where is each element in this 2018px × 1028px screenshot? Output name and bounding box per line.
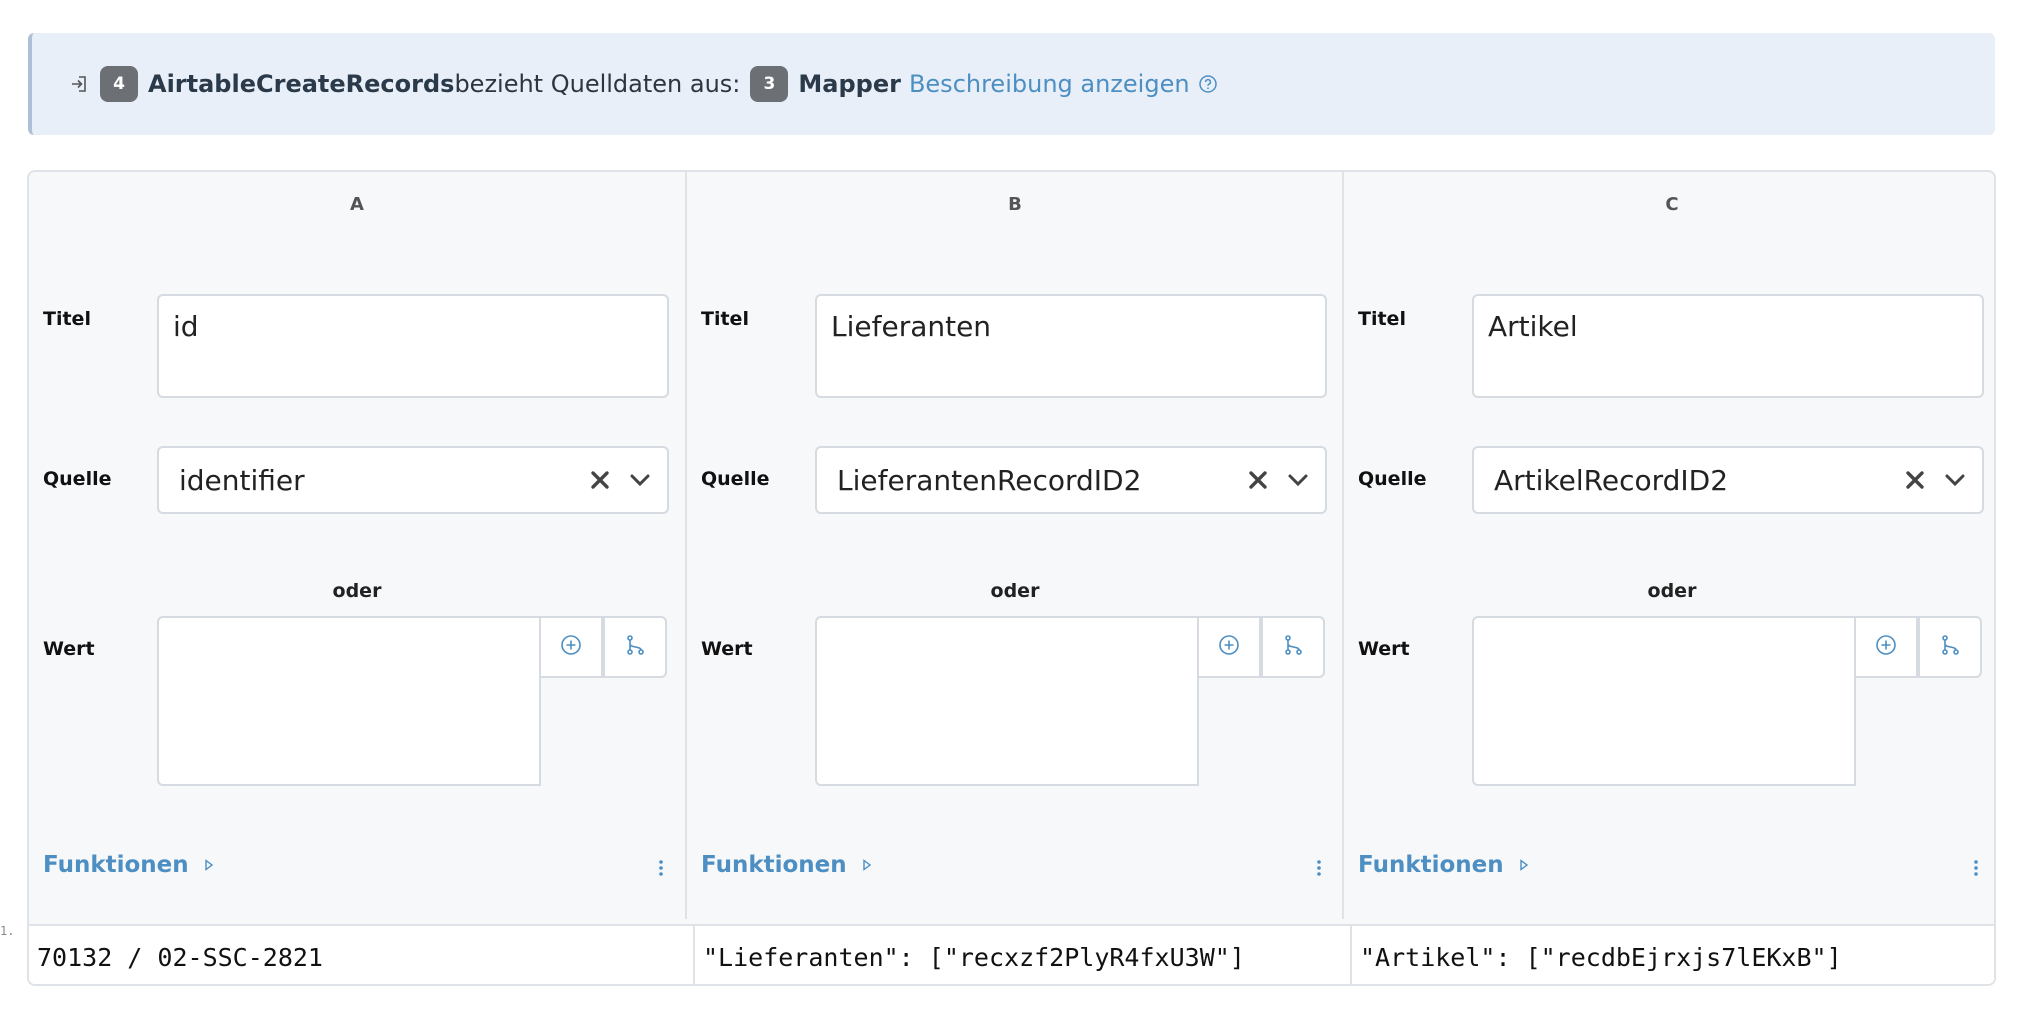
map-value-button[interactable]	[603, 616, 667, 678]
caret-right-icon	[1518, 859, 1530, 871]
or-label: oder	[332, 580, 382, 602]
source-info-banner: 4 AirtableCreateRecords bezieht Quelldat…	[28, 33, 1995, 135]
plus-circle-icon	[1218, 634, 1240, 660]
source-label: Quelle	[701, 468, 770, 490]
or-label: oder	[1647, 580, 1697, 602]
result-cell-b: "Lieferanten": ["recxzf2PlyR4fxU3W"]	[693, 926, 1343, 984]
functions-label: Funktionen	[43, 852, 189, 878]
source-select-value: LieferantenRecordID2	[837, 463, 1142, 497]
map-value-button[interactable]	[1261, 616, 1325, 678]
functions-label: Funktionen	[701, 852, 847, 878]
title-textarea[interactable]: id	[157, 294, 669, 398]
branch-icon	[624, 634, 646, 660]
mapping-column-b: B Titel Lieferanten Quelle LieferantenRe…	[685, 172, 1343, 919]
source-select[interactable]: ArtikelRecordID2	[1472, 446, 1984, 514]
title-label: Titel	[43, 308, 91, 330]
mapping-column-c: C Titel Artikel Quelle ArtikelRecordID2 …	[1342, 172, 1994, 919]
result-cell-c: "Artikel": ["recdbEjrxjs7lEKxB"]	[1350, 926, 1994, 984]
show-description-link[interactable]: Beschreibung anzeigen	[908, 70, 1190, 98]
source-select-value: ArtikelRecordID2	[1494, 463, 1729, 497]
add-value-button[interactable]	[539, 616, 603, 678]
or-label: oder	[990, 580, 1040, 602]
source-select-value: identifier	[179, 463, 305, 497]
source-select[interactable]: LieferantenRecordID2	[815, 446, 1327, 514]
value-textarea[interactable]	[815, 616, 1199, 786]
value-textarea[interactable]	[1472, 616, 1856, 786]
caret-right-icon	[861, 859, 873, 871]
title-textarea[interactable]: Artikel	[1472, 294, 1984, 398]
chevron-down-icon[interactable]	[1285, 467, 1311, 493]
add-value-button[interactable]	[1854, 616, 1918, 678]
more-options-icon[interactable]	[657, 858, 665, 878]
more-options-icon[interactable]	[1972, 858, 1980, 878]
column-header: C	[1665, 194, 1679, 215]
column-header: B	[1008, 194, 1022, 215]
chevron-down-icon[interactable]	[1942, 467, 1968, 493]
functions-toggle[interactable]: Funktionen	[43, 852, 215, 878]
map-value-button[interactable]	[1918, 616, 1982, 678]
clear-icon[interactable]	[1902, 467, 1928, 493]
clear-icon[interactable]	[587, 467, 613, 493]
plus-circle-icon	[1875, 634, 1897, 660]
question-circle-icon[interactable]	[1198, 74, 1218, 94]
branch-icon	[1939, 634, 1961, 660]
clear-icon[interactable]	[1245, 467, 1271, 493]
functions-toggle[interactable]: Funktionen	[701, 852, 873, 878]
functions-label: Funktionen	[1358, 852, 1504, 878]
target-step-badge: 4	[100, 66, 138, 102]
caret-right-icon	[203, 859, 215, 871]
functions-toggle[interactable]: Funktionen	[1358, 852, 1530, 878]
title-label: Titel	[701, 308, 749, 330]
value-label: Wert	[43, 638, 95, 660]
source-text: bezieht Quelldaten aus:	[454, 70, 741, 98]
row-number: 1.	[0, 924, 15, 938]
value-label: Wert	[1358, 638, 1410, 660]
mapping-column-a: A Titel id Quelle identifier oder Wert F…	[29, 172, 685, 919]
source-select[interactable]: identifier	[157, 446, 669, 514]
chevron-down-icon[interactable]	[627, 467, 653, 493]
value-label: Wert	[701, 638, 753, 660]
source-label: Quelle	[43, 468, 112, 490]
sign-in-icon	[70, 75, 88, 93]
source-label: Quelle	[1358, 468, 1427, 490]
result-cell-a: 70132 / 02-SSC-2821	[37, 942, 323, 972]
add-value-button[interactable]	[1197, 616, 1261, 678]
target-step-name: AirtableCreateRecords	[148, 70, 455, 98]
result-preview-row: 70132 / 02-SSC-2821 "Lieferanten": ["rec…	[29, 924, 1994, 984]
more-options-icon[interactable]	[1315, 858, 1323, 878]
field-mapping-grid: A Titel id Quelle identifier oder Wert F…	[27, 170, 1996, 986]
value-textarea[interactable]	[157, 616, 541, 786]
branch-icon	[1282, 634, 1304, 660]
column-header: A	[350, 194, 364, 215]
title-textarea[interactable]: Lieferanten	[815, 294, 1327, 398]
source-step-name: Mapper	[798, 70, 901, 98]
title-label: Titel	[1358, 308, 1406, 330]
source-step-badge: 3	[750, 66, 789, 102]
plus-circle-icon	[560, 634, 582, 660]
